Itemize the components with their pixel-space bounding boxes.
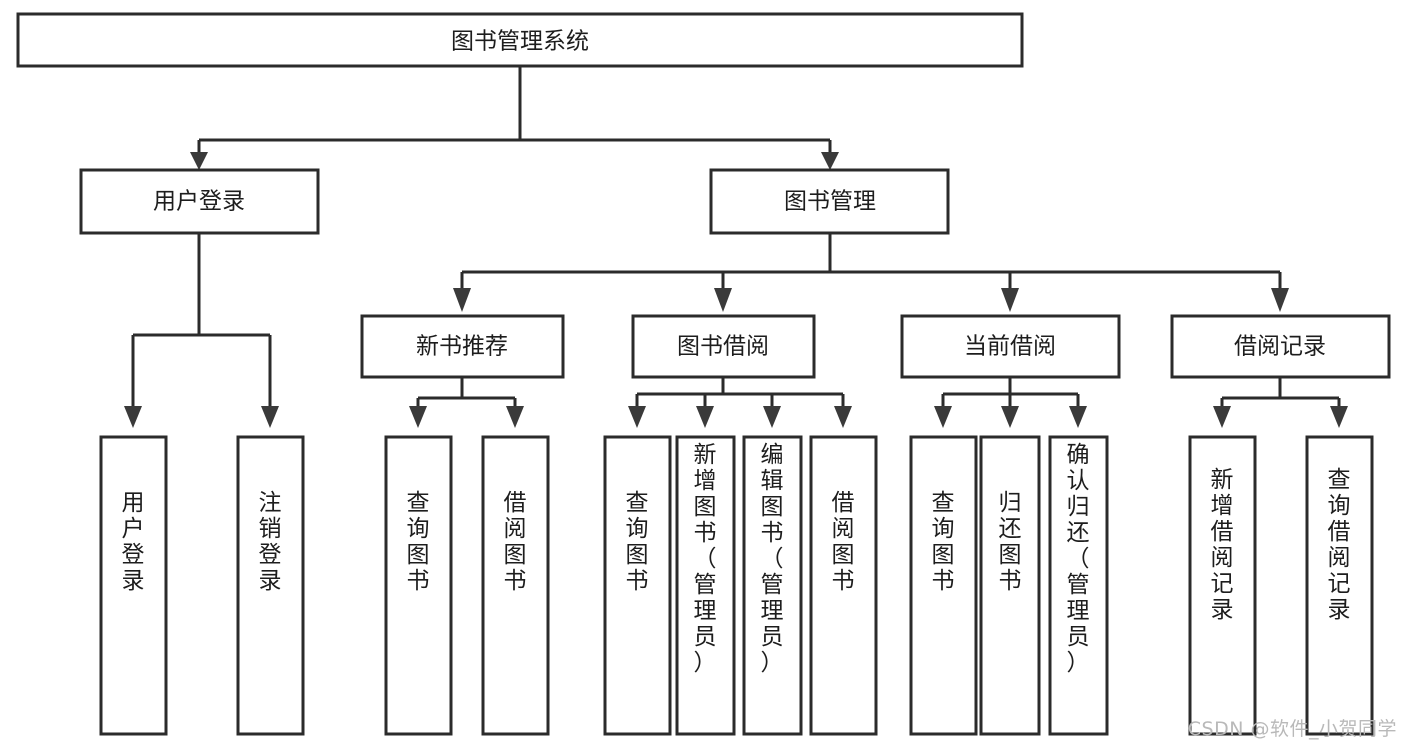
node-leaf-borrow-book-1-label: 借阅图书: [504, 490, 527, 594]
arrowhead-user-login: [190, 152, 208, 170]
node-user-login-label: 用户登录: [153, 189, 245, 215]
node-leaf-borrow-book-1[interactable]: 借阅图书: [481, 435, 550, 736]
arrowhead-book-manage: [821, 152, 839, 170]
node-leaf-query-book-1-label: 查询图书: [407, 490, 430, 594]
node-leaf-user-login[interactable]: 用户登录: [99, 435, 168, 736]
node-leaf-add-book[interactable]: 新增图书（管理员）: [675, 435, 736, 736]
node-leaf-add-record-label: 新增借阅记录: [1211, 467, 1234, 623]
node-leaf-confirm-return[interactable]: 确认归还（管理员）: [1048, 435, 1109, 736]
node-leaf-borrow-book-2-box[interactable]: [809, 435, 878, 736]
node-current-borrow-label: 当前借阅: [964, 334, 1056, 360]
arrowhead-leaf-add-book: [696, 406, 714, 428]
arrowhead-leaf-logout: [261, 406, 279, 428]
node-new-book-rec-box[interactable]: [360, 314, 565, 379]
node-book-borrow-box[interactable]: [631, 314, 816, 379]
node-leaf-query-record-label: 查询借阅记录: [1328, 467, 1351, 623]
arrowhead-leaf-add-record: [1213, 406, 1231, 428]
arrowhead-new-book-rec: [453, 288, 471, 312]
node-leaf-borrow-book-2[interactable]: 借阅图书: [809, 435, 878, 736]
node-leaf-logout-label: 注销登录: [259, 490, 282, 594]
node-leaf-return-book-box[interactable]: [979, 435, 1041, 736]
node-leaf-return-book-label: 归还图书: [999, 490, 1022, 594]
arrowhead-leaf-query-book-3: [934, 406, 952, 428]
node-leaf-logout-box[interactable]: [236, 435, 305, 736]
node-leaf-query-record-box[interactable]: [1305, 435, 1374, 736]
node-new-book-rec-label: 新书推荐: [416, 334, 508, 360]
node-leaf-borrow-book-2-label: 借阅图书: [832, 490, 855, 594]
node-book-manage-label: 图书管理: [784, 189, 876, 215]
node-user-login-box[interactable]: [79, 168, 320, 235]
arrowhead-leaf-edit-book: [763, 406, 781, 428]
node-book-manage[interactable]: 图书管理: [709, 168, 950, 235]
node-borrow-record[interactable]: 借阅记录: [1170, 314, 1391, 379]
node-borrow-record-box[interactable]: [1170, 314, 1391, 379]
node-leaf-confirm-return-box[interactable]: [1048, 435, 1109, 736]
node-leaf-user-login-box[interactable]: [99, 435, 168, 736]
node-leaf-query-book-3-box[interactable]: [909, 435, 978, 736]
arrowhead-current-borrow: [1001, 288, 1019, 312]
arrowhead-leaf-query-book-1: [409, 406, 427, 428]
node-leaf-return-book[interactable]: 归还图书: [979, 435, 1041, 736]
node-leaf-user-login-label: 用户登录: [122, 490, 145, 594]
node-leaf-query-record[interactable]: 查询借阅记录: [1305, 435, 1374, 736]
node-borrow-record-label: 借阅记录: [1234, 334, 1326, 360]
node-book-borrow[interactable]: 图书借阅: [631, 314, 816, 379]
node-current-borrow-box[interactable]: [900, 314, 1121, 379]
node-leaf-edit-book[interactable]: 编辑图书（管理员）: [742, 435, 803, 736]
node-root[interactable]: 图书管理系统: [16, 12, 1024, 68]
node-leaf-query-book-1[interactable]: 查询图书: [384, 435, 453, 736]
node-current-borrow[interactable]: 当前借阅: [900, 314, 1121, 379]
node-leaf-query-book-3[interactable]: 查询图书: [909, 435, 978, 736]
node-leaf-logout[interactable]: 注销登录: [236, 435, 305, 736]
node-leaf-query-book-2-label: 查询图书: [626, 490, 649, 594]
node-root-box[interactable]: [16, 12, 1024, 68]
arrowhead-book-borrow: [714, 288, 732, 312]
arrowhead-leaf-return-book: [1001, 406, 1019, 428]
node-leaf-edit-book-box[interactable]: [742, 435, 803, 736]
node-leaf-query-book-2-box[interactable]: [603, 435, 672, 736]
node-leaf-add-record[interactable]: 新增借阅记录: [1188, 435, 1257, 736]
arrowhead-leaf-query-record: [1330, 406, 1348, 428]
node-user-login[interactable]: 用户登录: [79, 168, 320, 235]
arrowhead-leaf-confirm-return: [1069, 406, 1087, 428]
node-leaf-edit-book-label: 编辑图书（管理员）: [761, 442, 784, 676]
edge-layer: [124, 66, 1348, 428]
arrowhead-leaf-user-login: [124, 406, 142, 428]
node-book-borrow-label: 图书借阅: [677, 334, 769, 360]
node-leaf-query-book-3-label: 查询图书: [932, 490, 955, 594]
node-leaf-borrow-book-1-box[interactable]: [481, 435, 550, 736]
arrowhead-borrow-record: [1271, 288, 1289, 312]
arrowhead-leaf-query-book-2: [628, 406, 646, 428]
arrowhead-leaf-borrow-book-1: [506, 406, 524, 428]
node-leaf-confirm-return-label: 确认归还（管理员）: [1067, 442, 1090, 676]
node-new-book-rec[interactable]: 新书推荐: [360, 314, 565, 379]
node-leaf-add-book-box[interactable]: [675, 435, 736, 736]
arrowhead-leaf-borrow-book-2: [834, 406, 852, 428]
node-leaf-add-book-label: 新增图书（管理员）: [694, 442, 717, 676]
node-root-label: 图书管理系统: [451, 29, 589, 55]
node-book-manage-box[interactable]: [709, 168, 950, 235]
node-leaf-add-record-box[interactable]: [1188, 435, 1257, 736]
node-leaf-query-book-1-box[interactable]: [384, 435, 453, 736]
node-leaf-query-book-2[interactable]: 查询图书: [603, 435, 672, 736]
